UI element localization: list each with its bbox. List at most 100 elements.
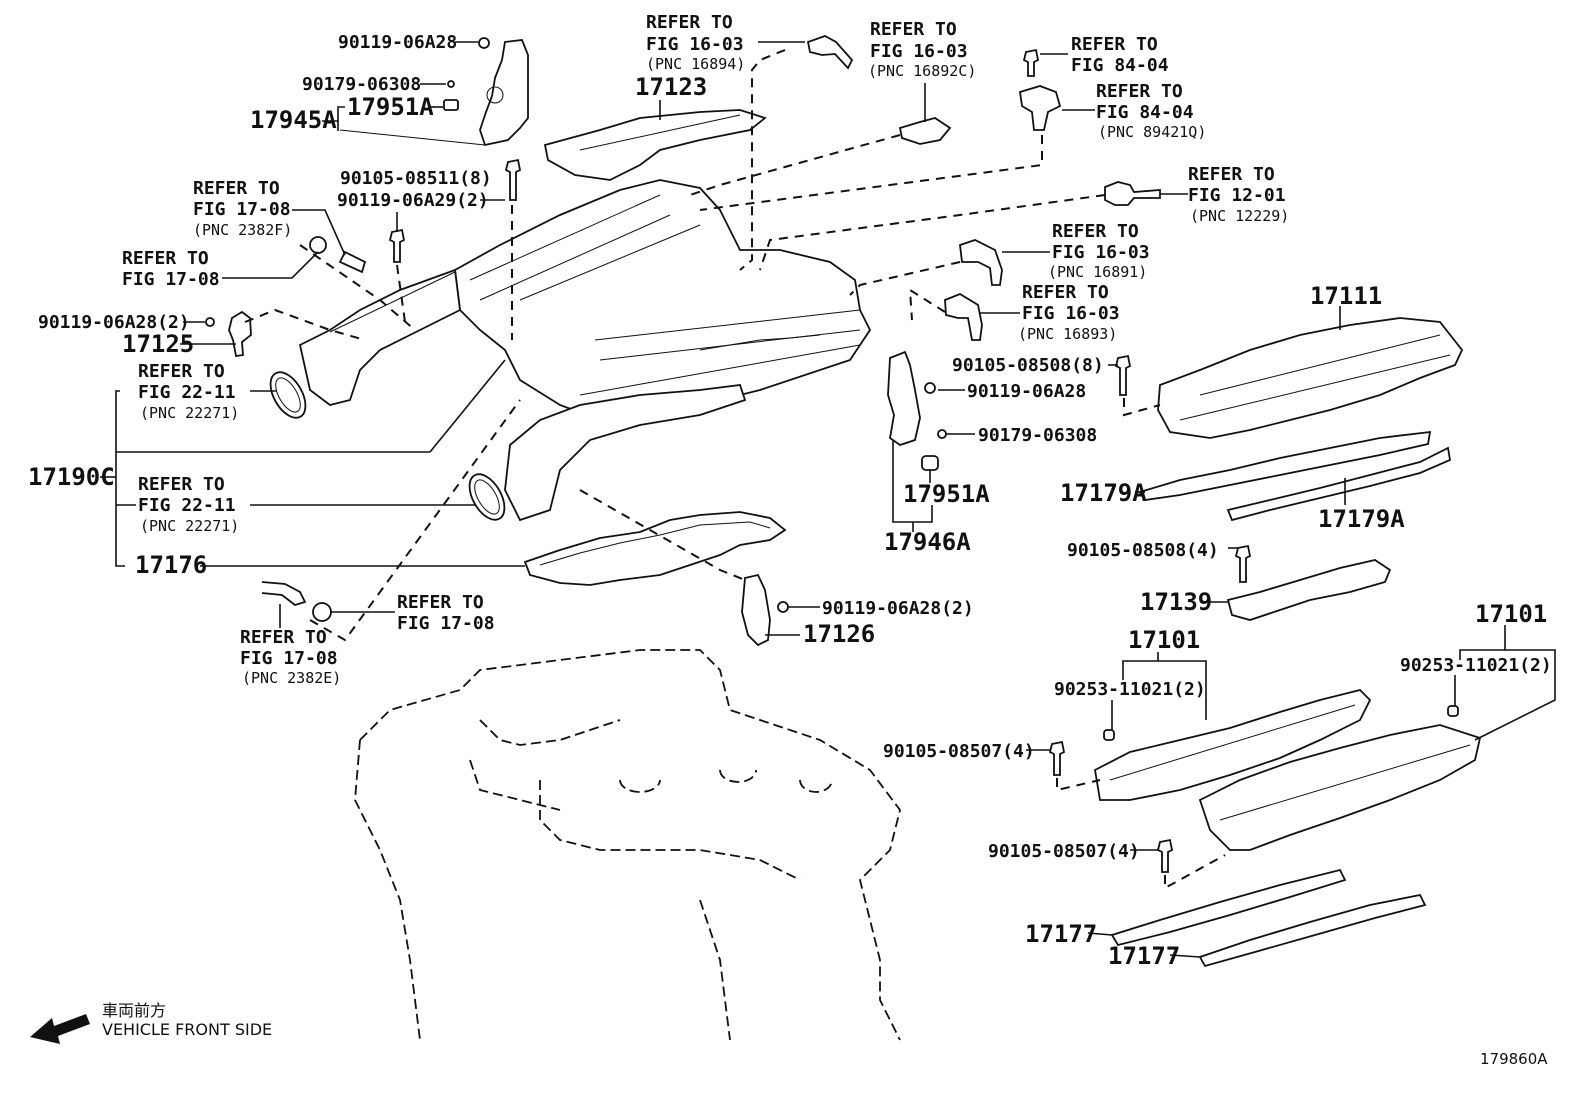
- label-90119-06A28-top[interactable]: 90119-06A28: [338, 32, 457, 53]
- ref-2382F[interactable]: REFER TO FIG 17-08 (PNC 2382F): [193, 178, 292, 239]
- svg-text:FIG 16-03: FIG 16-03: [1052, 242, 1150, 263]
- ref-22271-b[interactable]: REFER TO FIG 22-11 (PNC 22271): [138, 474, 239, 535]
- svg-text:REFER TO: REFER TO: [1052, 221, 1139, 242]
- direction-en: VEHICLE FRONT SIDE: [102, 1020, 272, 1039]
- svg-text:REFER TO: REFER TO: [646, 12, 733, 33]
- refer-to-callouts: REFER TO FIG 16-03 (PNC 16894) REFER TO …: [122, 12, 1289, 687]
- svg-text:REFER TO: REFER TO: [1096, 81, 1183, 102]
- sensor-16893: [944, 292, 983, 341]
- svg-text:(PNC 89421Q): (PNC 89421Q): [1098, 123, 1206, 141]
- ref-16893[interactable]: REFER TO FIG 16-03 (PNC 16893): [1018, 282, 1120, 343]
- ref-22271-a[interactable]: REFER TO FIG 22-11 (PNC 22271): [138, 361, 239, 422]
- hose-2382F: [338, 250, 367, 274]
- label-17190C[interactable]: 17190C: [28, 463, 115, 491]
- manifold-17101-a: [1094, 689, 1372, 801]
- ref-16891[interactable]: REFER TO FIG 16-03 (PNC 16891): [1048, 221, 1150, 281]
- svg-text:REFER TO: REFER TO: [240, 627, 327, 648]
- svg-text:(PNC 2382E): (PNC 2382E): [242, 669, 341, 687]
- lower-intake-17111: [1157, 317, 1464, 439]
- label-17946A[interactable]: 17946A: [884, 528, 971, 556]
- direction-legend: 車両前方 VEHICLE FRONT SIDE: [102, 1001, 272, 1039]
- label-90119-06A29-visible[interactable]: 90119-06A29(2): [337, 190, 489, 211]
- manifold-17101-b: [1198, 724, 1482, 851]
- bolt-90119-06A28-top: [478, 37, 490, 49]
- svg-text:REFER TO: REFER TO: [1071, 34, 1158, 55]
- label-17126[interactable]: 17126: [803, 620, 875, 648]
- svg-text:REFER TO: REFER TO: [870, 19, 957, 40]
- svg-text:(PNC 2382F): (PNC 2382F): [193, 221, 292, 239]
- ref-17-08-a[interactable]: REFER TO FIG 17-08: [122, 248, 220, 290]
- label-17123[interactable]: 17123: [635, 73, 707, 101]
- svg-text:FIG 22-11: FIG 22-11: [138, 382, 236, 403]
- label-90179-06308-top[interactable]: 90179-06308: [302, 74, 421, 95]
- label-90105-08507-a[interactable]: 90105-08507(4): [883, 741, 1035, 762]
- label-17177-b[interactable]: 17177: [1108, 942, 1180, 970]
- svg-text:FIG 17-08: FIG 17-08: [193, 199, 291, 220]
- gasket-22271-a: [269, 371, 307, 419]
- label-17176[interactable]: 17176: [135, 551, 207, 579]
- ref-89421Q[interactable]: REFER TO FIG 84-04 (PNC 89421Q): [1096, 81, 1206, 141]
- label-90105-08507-b[interactable]: 90105-08507(4): [988, 841, 1140, 862]
- label-90119-06A28-2-low[interactable]: 90119-06A28(2): [822, 598, 974, 619]
- sensor-12229: [1104, 181, 1161, 206]
- bellows-section: [699, 334, 821, 351]
- label-17179A-b[interactable]: 17179A: [1318, 505, 1405, 533]
- ref-17-08-b[interactable]: REFER TO FIG 17-08: [397, 592, 495, 634]
- ref-16894[interactable]: REFER TO FIG 16-03 (PNC 16894): [646, 12, 745, 73]
- clip-90179-06308-top: [447, 80, 455, 88]
- svg-text:(PNC 12229): (PNC 12229): [1190, 207, 1289, 225]
- svg-text:(PNC 16891): (PNC 16891): [1048, 263, 1147, 281]
- svg-text:FIG 17-08: FIG 17-08: [397, 613, 495, 634]
- grommet-17951A-mid: [921, 455, 939, 471]
- label-17951A-mid[interactable]: 17951A: [903, 480, 990, 508]
- label-17111[interactable]: 17111: [1310, 282, 1382, 310]
- label-17179A-a[interactable]: 17179A: [1060, 479, 1147, 507]
- svg-text:FIG 16-03: FIG 16-03: [870, 41, 968, 62]
- svg-text:REFER TO: REFER TO: [397, 592, 484, 613]
- ref-12229[interactable]: REFER TO FIG 12-01 (PNC 12229): [1188, 164, 1289, 225]
- svg-text:(PNC 22271): (PNC 22271): [140, 404, 239, 422]
- label-17139[interactable]: 17139: [1140, 588, 1212, 616]
- label-17177-a[interactable]: 17177: [1025, 920, 1097, 948]
- label-90179-06308-mid[interactable]: 90179-06308: [978, 425, 1097, 446]
- label-90105-08508-4[interactable]: 90105-08508(4): [1067, 540, 1219, 561]
- ref-16892C[interactable]: REFER TO FIG 16-03 (PNC 16892C): [868, 19, 976, 80]
- runner-lower: [504, 384, 747, 522]
- arrow-left-down-icon: [30, 1014, 90, 1044]
- label-17945A[interactable]: 17945A: [250, 106, 337, 134]
- ref-2382E[interactable]: REFER TO FIG 17-08 (PNC 2382E): [240, 627, 341, 687]
- label-17951A-top[interactable]: 17951A: [347, 93, 434, 121]
- part-labels: 90119-06A28 90179-06308 17951A 17945A 17…: [28, 32, 1552, 970]
- ref-84-04[interactable]: REFER TO FIG 84-04: [1071, 34, 1169, 76]
- svg-text:FIG 16-03: FIG 16-03: [646, 34, 744, 55]
- bolt-84-04: [1022, 48, 1040, 77]
- label-90105-08508-8[interactable]: 90105-08508(8): [952, 355, 1104, 376]
- bolt-90105-08508-4: [1234, 544, 1252, 583]
- svg-text:(PNC 16894): (PNC 16894): [646, 55, 745, 73]
- figure-id: 179860A: [1480, 1050, 1548, 1068]
- runner-left: [298, 268, 461, 406]
- label-17101-b[interactable]: 17101: [1475, 600, 1547, 628]
- grommet-17951A-top: [443, 99, 459, 111]
- clip-1708-b: [312, 602, 332, 622]
- clip-1708-a: [309, 236, 327, 254]
- label-90105-08511[interactable]: 90105-08511(8): [340, 168, 492, 189]
- gasket-17177-b: [1198, 893, 1427, 968]
- gasket-22271-b: [468, 473, 506, 521]
- bracket-17946A: [887, 350, 921, 446]
- label-17101-a[interactable]: 17101: [1128, 626, 1200, 654]
- svg-text:REFER TO: REFER TO: [1022, 282, 1109, 303]
- label-90253-11021-b[interactable]: 90253-11021(2): [1400, 655, 1552, 676]
- sensor-89421Q: [1018, 85, 1062, 131]
- bolt-90105-08508-8: [1114, 354, 1132, 396]
- direction-jp: 車両前方: [102, 1001, 166, 1020]
- label-90253-11021-a[interactable]: 90253-11021(2): [1054, 679, 1206, 700]
- bracket-17139: [1226, 559, 1392, 621]
- label-90119-06A28-mid[interactable]: 90119-06A28: [967, 381, 1086, 402]
- svg-text:FIG 17-08: FIG 17-08: [240, 648, 338, 669]
- svg-text:(PNC 16892C): (PNC 16892C): [868, 62, 976, 80]
- label-17125[interactable]: 17125: [122, 330, 194, 358]
- label-90119-06A28-2-left[interactable]: 90119-06A28(2): [38, 312, 190, 333]
- svg-text:REFER TO: REFER TO: [193, 178, 280, 199]
- sensor-16891: [959, 239, 1003, 286]
